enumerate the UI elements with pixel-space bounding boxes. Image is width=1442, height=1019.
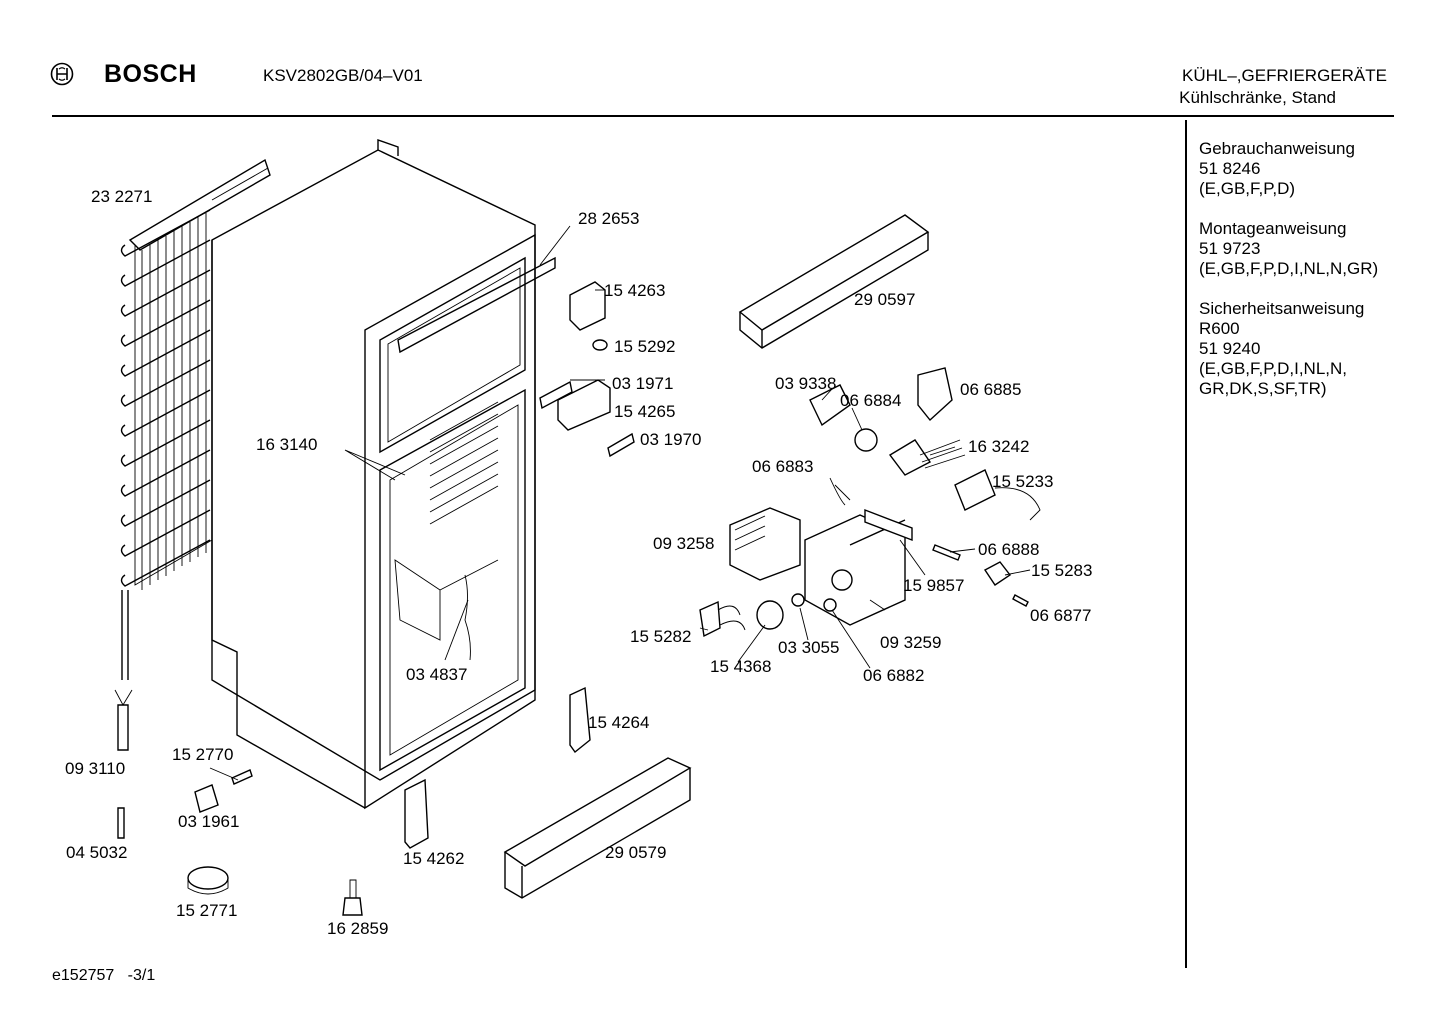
label-15-5233: 15 5233 xyxy=(992,472,1053,491)
doc-number: 51 9240 xyxy=(1199,339,1261,358)
label-15-5282: 15 5282 xyxy=(630,627,691,646)
drawing-code: e152757 xyxy=(52,967,115,984)
label-15-2771: 15 2771 xyxy=(176,901,237,920)
label-15-4264: 15 4264 xyxy=(588,713,649,732)
condenser-coil xyxy=(120,158,271,680)
label-03-3055: 03 3055 xyxy=(778,638,839,657)
label-03-1970: 03 1970 xyxy=(640,430,701,449)
label-15-5283: 15 5283 xyxy=(1031,561,1092,580)
label-15-4262: 15 4262 xyxy=(403,849,464,868)
doc-safety-instructions: Sicherheitsanweisung R600 51 9240 (E,GB,… xyxy=(1199,299,1364,399)
header-divider xyxy=(52,115,1394,117)
hinge-parts xyxy=(404,281,635,849)
label-06-6877: 06 6877 xyxy=(1030,606,1091,625)
label-03-9338: 03 9338 xyxy=(775,374,836,393)
label-04-5032: 04 5032 xyxy=(66,843,127,862)
label-15-5292: 15 5292 xyxy=(614,337,675,356)
exploded-parts-diagram: 23 2271 28 2653 15 4263 29 0597 15 5292 … xyxy=(65,139,1092,938)
page-number: -3/1 xyxy=(127,967,156,984)
label-09-3259: 09 3259 xyxy=(880,633,941,652)
doc-refrigerant: R600 xyxy=(1199,319,1240,338)
doc-user-manual: Gebrauchanweisung 51 8246 (E,GB,F,P,D) xyxy=(1199,139,1355,199)
label-03-1971: 03 1971 xyxy=(612,374,673,393)
label-28-2653: 28 2653 xyxy=(578,209,639,228)
appliance-category: KÜHL–,GEFRIERGERÄTE xyxy=(1182,66,1387,85)
fridge-cabinet xyxy=(211,139,556,810)
thermostat-assembly xyxy=(699,367,1041,638)
small-parts xyxy=(114,574,471,916)
label-16-3140: 16 3140 xyxy=(256,435,317,454)
label-15-4368: 15 4368 xyxy=(710,657,771,676)
label-23-2271: 23 2271 xyxy=(91,187,152,206)
label-16-3242: 16 3242 xyxy=(968,437,1029,456)
doc-languages: (E,GB,F,P,D,I,NL,N,GR) xyxy=(1199,259,1379,278)
label-06-6883: 06 6883 xyxy=(752,457,813,476)
leader-lines xyxy=(209,225,1031,781)
bosch-armature-icon xyxy=(50,62,74,86)
doc-title: Gebrauchanweisung xyxy=(1199,139,1355,158)
doc-number: 51 8246 xyxy=(1199,159,1261,178)
footer: e152757 -3/1 xyxy=(52,967,155,985)
label-03-1961: 03 1961 xyxy=(178,812,239,831)
label-03-4837: 03 4837 xyxy=(406,665,467,684)
label-09-3258: 09 3258 xyxy=(653,534,714,553)
label-15-4265: 15 4265 xyxy=(614,402,675,421)
label-16-2859: 16 2859 xyxy=(327,919,388,938)
brand-logo: BOSCH xyxy=(104,60,197,88)
doc-languages: (E,GB,F,P,D,I,NL,N, xyxy=(1199,359,1348,378)
doc-title: Sicherheitsanweisung xyxy=(1199,299,1365,318)
label-29-0579: 29 0579 xyxy=(605,843,666,862)
label-29-0597: 29 0597 xyxy=(854,290,915,309)
model-number: KSV2802GB/04–V01 xyxy=(263,66,423,85)
part-labels: 23 2271 28 2653 15 4263 29 0597 15 5292 … xyxy=(65,187,1092,938)
doc-number: 51 9723 xyxy=(1199,239,1261,258)
appliance-subcategory: Kühlschränke, Stand xyxy=(1179,88,1336,107)
sidebar-divider xyxy=(1185,120,1187,968)
label-15-9857: 15 9857 xyxy=(903,576,964,595)
top-trim-strip xyxy=(738,214,930,349)
label-06-6885: 06 6885 xyxy=(960,380,1021,399)
doc-languages-cont: GR,DK,S,SF,TR) xyxy=(1199,379,1327,398)
bottom-trim-strip xyxy=(503,757,692,899)
label-15-2770: 15 2770 xyxy=(172,745,233,764)
label-09-3110: 09 3110 xyxy=(65,759,125,778)
doc-languages: (E,GB,F,P,D) xyxy=(1199,179,1296,198)
doc-title: Montageanweisung xyxy=(1199,219,1347,238)
doc-installation-manual: Montageanweisung 51 9723 (E,GB,F,P,D,I,N… xyxy=(1199,219,1378,279)
label-06-6884: 06 6884 xyxy=(840,391,901,410)
label-06-6882: 06 6882 xyxy=(863,666,924,685)
label-15-4263: 15 4263 xyxy=(604,281,665,300)
label-06-6888: 06 6888 xyxy=(978,540,1039,559)
